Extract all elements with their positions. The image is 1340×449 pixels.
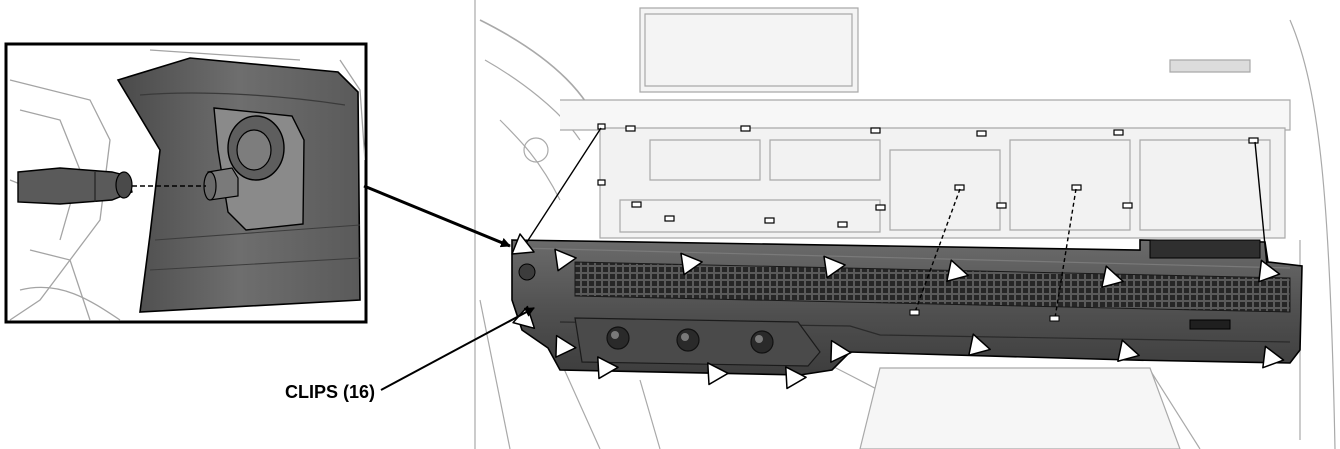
dashboard-view <box>474 0 1336 449</box>
clip-triangle-icon <box>1262 345 1285 369</box>
detail-inset <box>4 42 368 324</box>
clip-triangle-icon <box>680 252 703 276</box>
clip-triangle-icon <box>830 339 852 363</box>
dashboard-line-art <box>474 0 1336 449</box>
clip-triangle-icon <box>511 233 535 255</box>
clip-triangle-icon <box>555 334 577 358</box>
clip-triangle-icon <box>946 259 969 282</box>
clip-triangle-icon <box>554 248 577 272</box>
clip-triangle-icon <box>823 255 846 279</box>
climate-knobs <box>606 326 774 354</box>
clip-triangle-icon <box>1117 339 1140 362</box>
clip-triangle-icon <box>707 362 729 386</box>
clip-guide-lines <box>524 127 1268 267</box>
callout-arrows <box>363 184 535 391</box>
instrument-panel-trim <box>511 239 1303 376</box>
clip-triangle-icon <box>968 333 991 356</box>
clip-triangle-icon <box>1258 259 1281 283</box>
clip-triangle-icon <box>1101 265 1124 288</box>
clip-triangle-icon <box>597 356 619 380</box>
clip-pin <box>17 167 133 205</box>
clip-guide-lines-hidden <box>914 188 1077 319</box>
clip-triangle-icon <box>785 366 807 390</box>
clip-markers <box>511 233 1285 390</box>
clips-callout-label: CLIPS (16) <box>285 382 375 402</box>
